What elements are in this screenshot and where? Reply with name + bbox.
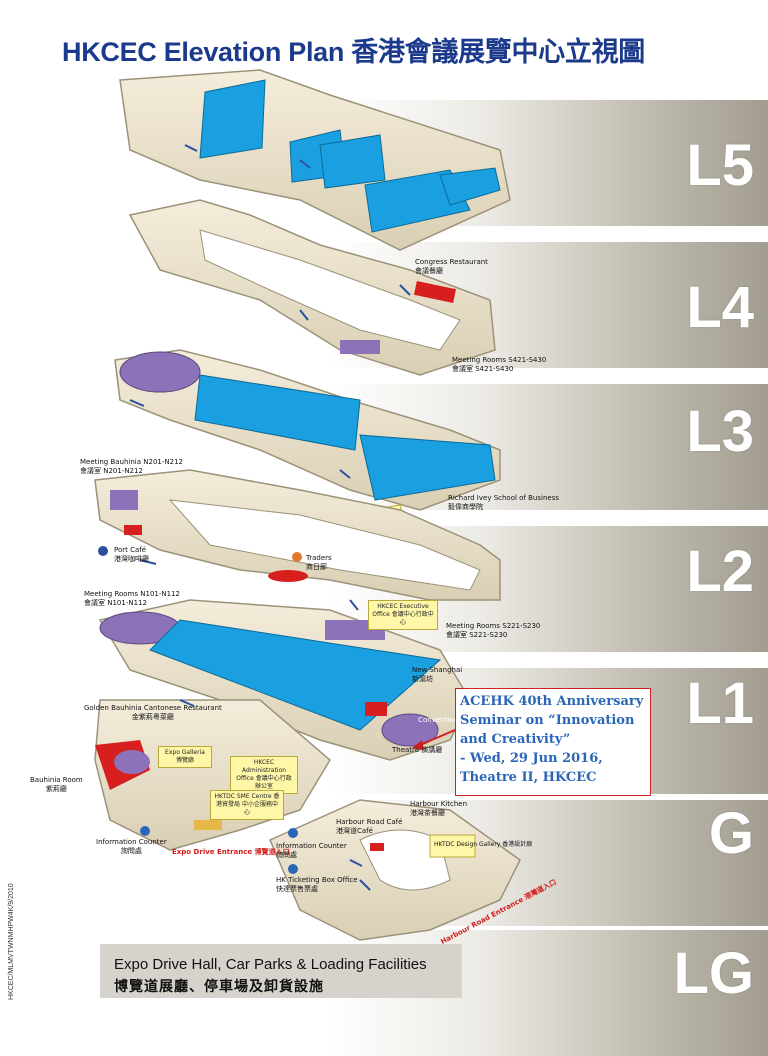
escalators (129, 144, 411, 891)
callout-line-2: Seminar on “Innovation (460, 713, 635, 728)
callout-line-3: and Creativity” (460, 732, 571, 747)
footer-line-1: Expo Drive Hall, Car Parks & Loading Fac… (114, 956, 427, 973)
level-label-l2: L2 (686, 539, 754, 604)
callout-line-4: - Wed, 29 Jun 2016, (460, 751, 603, 766)
port-cafe-block (124, 525, 142, 535)
hall-5g-east (439, 167, 501, 206)
floor-l2 (94, 469, 501, 601)
hall-5e (319, 134, 386, 189)
design-gallery-label: HKTDC Design Gallery 香港設計廊 (434, 841, 533, 848)
footer-band (100, 944, 462, 998)
hkcec-admin-office-box: HKCEC Administration Office 會議中心行政辦公室 (230, 756, 298, 794)
level-label-g: G (708, 801, 754, 866)
level-label-l3: L3 (686, 399, 754, 464)
info-icon-g (140, 826, 150, 836)
convention-hall-block (381, 713, 439, 747)
theatre-label: Theatre 演講廳 (392, 746, 443, 754)
callout-arrowhead (412, 740, 424, 750)
info-counter-g-block (194, 820, 222, 830)
bauhinia-room-block (114, 750, 150, 774)
floor-lg (269, 799, 521, 941)
level-label-l1: L1 (686, 671, 754, 736)
new-shanghai-block (365, 702, 387, 716)
design-gallery-block (429, 834, 476, 858)
harbour-road-cafe-block (370, 843, 384, 851)
page-title: HKCEC Elevation Plan 香港會議展覽中心立視圖 (62, 37, 645, 67)
level-label-l5: L5 (686, 133, 754, 198)
acehk-callout: ACEHK 40th Anniversary Seminar on “Innov… (455, 688, 651, 796)
halls-3b-3e (194, 374, 361, 451)
hktdc-sme-box: HKTDC SME Centre 香港貿發局 中小企服務中心 (210, 790, 284, 820)
traders-icon (292, 552, 302, 562)
meeting-n201-block (110, 490, 138, 510)
convention-hall-label: Convention Hall (418, 716, 474, 724)
level-label-lg: LG (673, 941, 754, 1006)
meeting-s421-block (340, 340, 380, 354)
hall-5bc (199, 79, 266, 159)
side-code: HKCEC/MLMVTWNMHPW4K/9/2010 (8, 883, 15, 1000)
floor-l5 (119, 69, 511, 251)
callout-line-5: Theatre II, HKCEC (460, 770, 597, 785)
ticket-icon (288, 864, 298, 874)
callout-arrow (419, 729, 456, 746)
info-icon-lg (288, 828, 298, 838)
floor-plan-diagram (94, 69, 521, 941)
grand-hall-block (119, 351, 201, 393)
floor-l4 (128, 199, 496, 376)
port-cafe-icon (98, 546, 108, 556)
congress-restaurant-block (413, 280, 457, 304)
expo-drive-entrance-label: Expo Drive Entrance 博覽道入口 (172, 848, 290, 856)
expo-galleria-box: Expo Galleria 博覽廊 (158, 746, 212, 768)
traders-block (268, 570, 308, 582)
level-label-l4: L4 (686, 275, 754, 340)
footer-line-2: 博覽道展廳、停車場及卸貨設施 (114, 979, 324, 995)
floor-l3 (114, 349, 501, 531)
callout-line-1: ACEHK 40th Anniversary (460, 694, 644, 709)
halls-3f-3g (359, 434, 496, 501)
hkcec-exec-office-box: HKCEC Executive Office 會議中心行政中心 (368, 600, 438, 630)
